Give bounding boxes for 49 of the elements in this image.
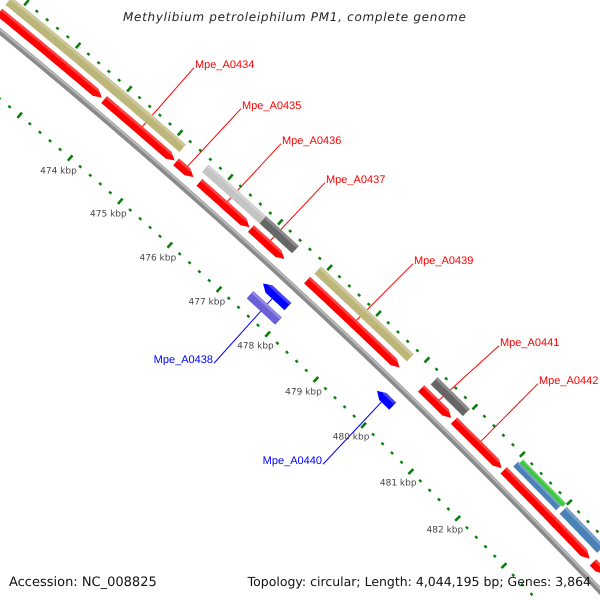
scale-label: 481 kbp [380, 480, 417, 489]
scale-label: 476 kbp [140, 254, 176, 263]
gene-block [248, 225, 286, 259]
gene-label: Mpe_A0441 [500, 338, 560, 349]
gene-label: Mpe_A0438 [154, 355, 213, 366]
gene-block [376, 388, 396, 410]
footer-text: Accession: NC_008825 [9, 576, 157, 589]
leader-line [438, 345, 500, 400]
scale-label: 478 kbp [237, 342, 274, 352]
gene-block [173, 158, 196, 178]
gene-bar [314, 266, 414, 362]
gene-bar [246, 291, 282, 325]
gene-bar [520, 459, 566, 507]
leader-line [214, 298, 273, 364]
gene-block [418, 385, 454, 418]
gene-bar [560, 506, 600, 553]
leader-line [142, 67, 194, 127]
gene-block [590, 559, 600, 574]
gene-block [196, 179, 252, 228]
gene-block [263, 281, 292, 310]
gene-block [304, 276, 402, 368]
gene-bar [260, 216, 299, 254]
gene-label: Mpe_A0436 [282, 136, 342, 147]
gene-block [548, 516, 592, 559]
footer-text: Topology: circular; Length: 4,044,195 bp; Genes: 3,864 [248, 576, 591, 588]
title: Methylibium petroleiphilum PM1, complete genome [123, 11, 467, 23]
gene-bar [513, 462, 562, 510]
leader-line [227, 143, 282, 202]
gene-label: Mpe_A0440 [262, 456, 322, 467]
leader-line [187, 108, 242, 167]
gene-block [101, 96, 176, 161]
gene-block [450, 418, 504, 468]
gene-bar [202, 164, 266, 224]
scale-label: 479 kbp [285, 388, 322, 398]
gene-label: Mpe_A0442 [539, 376, 598, 387]
scale-label: 474 kbp [40, 167, 77, 176]
leader-line [356, 263, 414, 321]
leader-line [322, 402, 382, 465]
scale-label: 482 kbp [426, 526, 464, 536]
gene-block [0, 8, 104, 98]
gene-label: Mpe_A0439 [414, 256, 474, 267]
gene-label: Mpe_A0437 [326, 175, 386, 186]
gene-bar [430, 377, 470, 416]
leader-line [480, 383, 538, 442]
leader-line [270, 182, 326, 241]
gene-label: Mpe_A0434 [195, 60, 254, 71]
gene-label: Mpe_A0435 [242, 101, 302, 112]
scale-label: 475 kbp [90, 210, 127, 220]
scale-label: 477 kbp [188, 298, 226, 308]
